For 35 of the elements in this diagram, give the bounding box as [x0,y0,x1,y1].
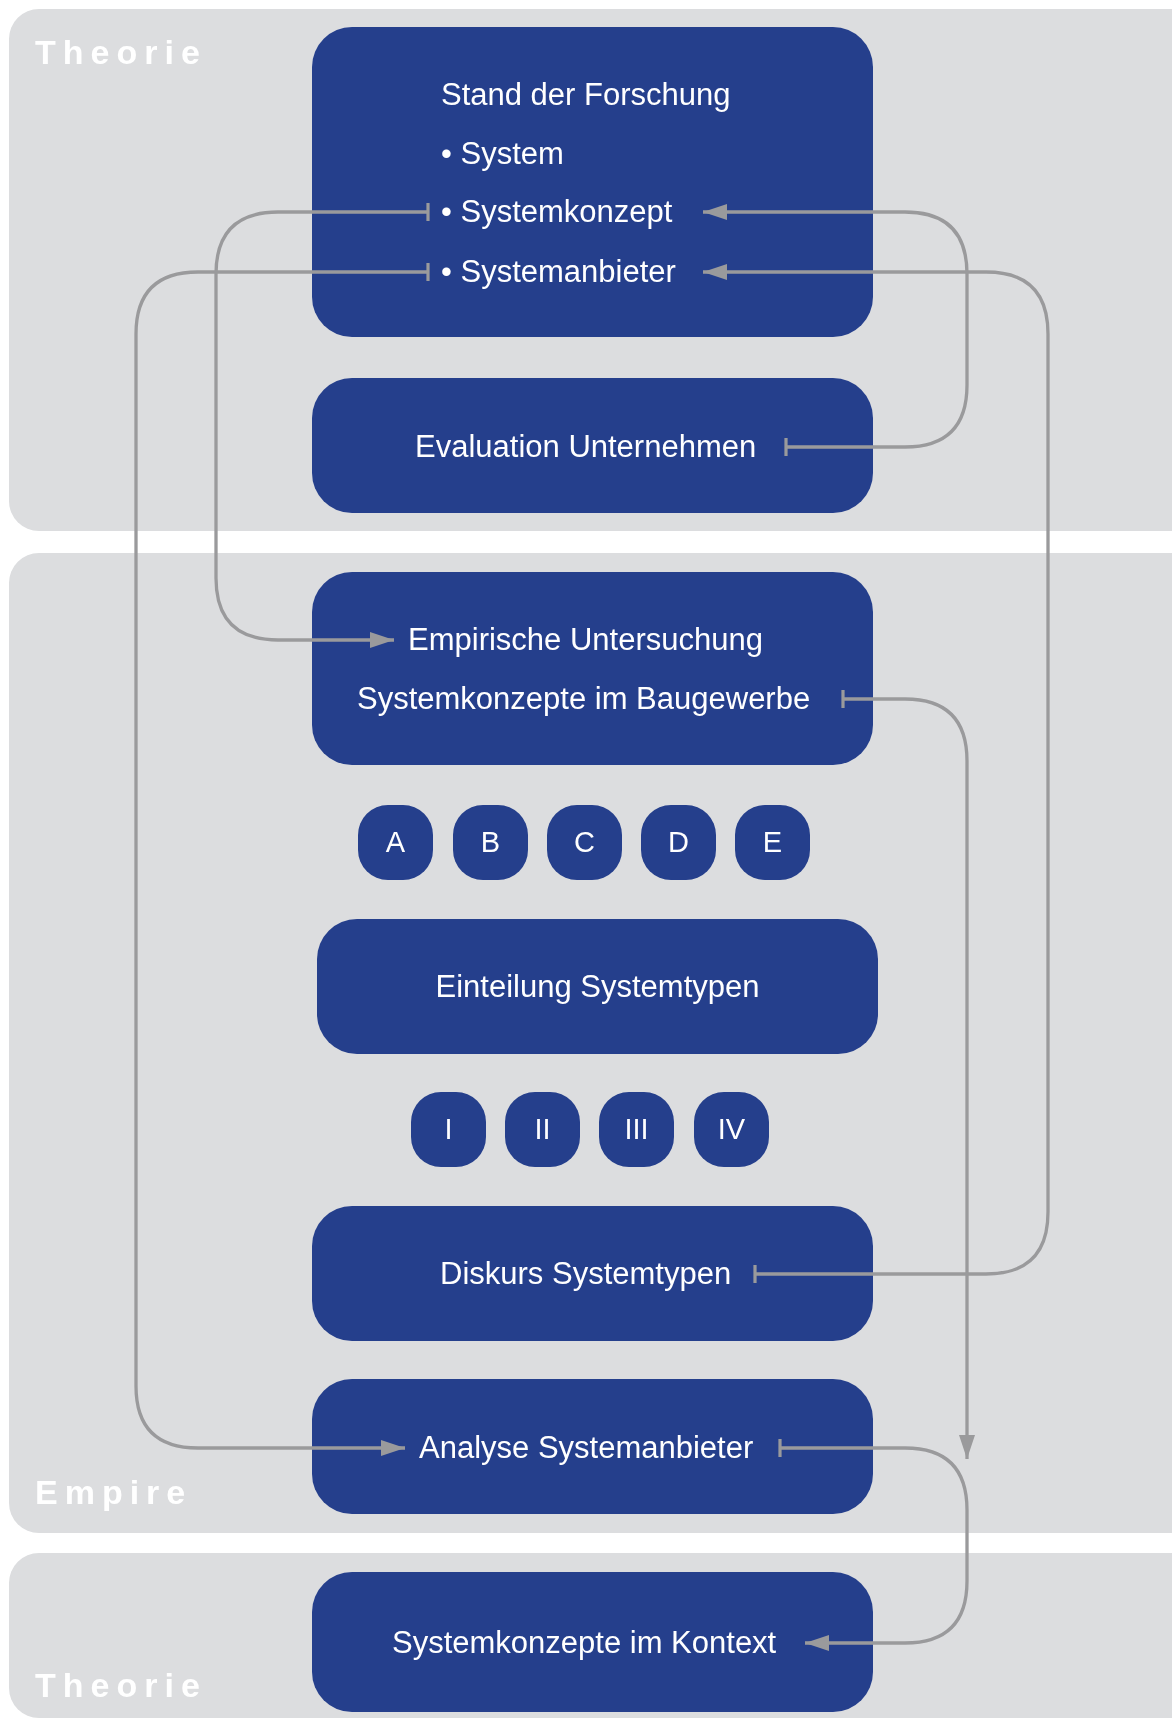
box-text: Empirische Untersuchung [394,622,790,658]
box-text: • Systemanbieter [428,254,703,290]
section-band [9,1553,1172,1718]
process-box [312,1572,873,1712]
box-text: • System [428,136,703,172]
label-badge: I [411,1092,486,1167]
connector-arrow [703,264,1050,1283]
section-band [9,9,1172,531]
connector-arrow [134,263,430,1456]
label-badge: II [505,1092,580,1167]
box-text: • Systemkonzept [428,194,703,230]
label-badge: D [641,805,716,880]
label-badge: IV [694,1092,769,1167]
process-box: Einteilung Systemtypen [317,919,878,1054]
box-text: Systemkonzepte im Kontext [380,1625,805,1661]
connector-arrow [841,690,975,1459]
label-badge: E [735,805,810,880]
box-text: Evaluation Unternehmen [405,429,786,465]
box-text: Diskurs Systemtypen [430,1256,755,1292]
process-box [312,378,873,513]
process-box [312,572,873,765]
section-band [9,553,1172,1533]
label-badge: A [358,805,433,880]
label-badge: III [599,1092,674,1167]
connector-arrow [214,203,430,648]
process-box [312,1206,873,1341]
process-box [312,1379,873,1514]
process-box [312,27,873,337]
connector-arrow [703,204,969,456]
label-badge: C [547,805,622,880]
box-text: Systemkonzepte im Baugewerbe [350,681,843,717]
connector-arrow [778,1439,969,1651]
box-text: Analyse Systemanbieter [405,1430,780,1466]
label-badge: B [453,805,528,880]
box-heading: Stand der Forschung [441,77,731,113]
